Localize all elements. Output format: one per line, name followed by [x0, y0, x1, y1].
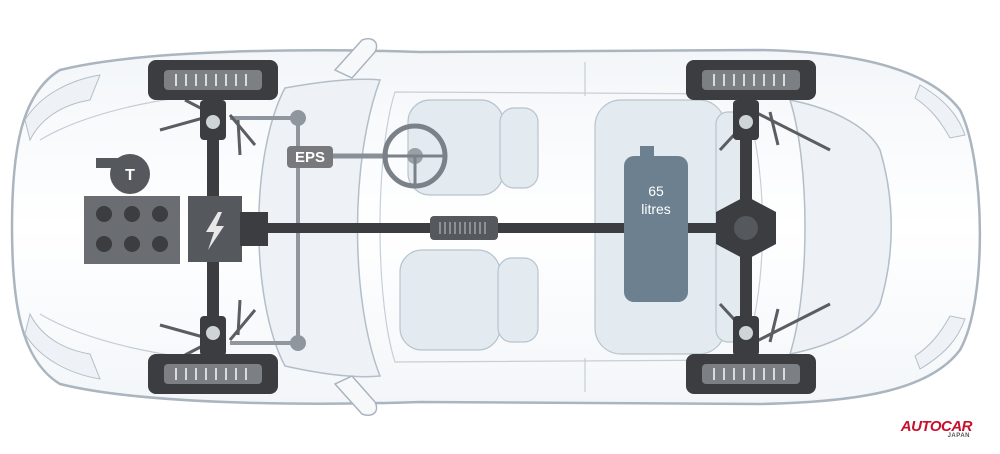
wheels	[148, 60, 816, 394]
engine-block	[84, 196, 180, 264]
front-seat-driver	[407, 99, 504, 196]
mirror-bottom	[333, 375, 378, 416]
autocar-logo-region: JAPAN	[947, 433, 970, 439]
driveshaft	[240, 223, 760, 233]
steering	[298, 123, 448, 189]
mirror-top	[333, 38, 378, 79]
exhaust-muffler	[430, 216, 498, 240]
wheel-front-top	[148, 60, 278, 100]
eps-unit: EPS	[287, 146, 333, 168]
hybrid-motor	[188, 196, 242, 262]
turbo-label: T	[125, 167, 135, 184]
rear-differential	[716, 196, 776, 260]
fuel-tank: 65 litres	[624, 146, 688, 302]
front-seat-driver-back	[499, 107, 539, 189]
turbo-unit: T	[96, 154, 150, 194]
tank-capacity-unit: litres	[641, 201, 671, 217]
wheel-rear-top	[686, 60, 816, 100]
taillight-bottom	[914, 315, 966, 370]
autocar-logo: AUTOCAR	[900, 418, 973, 435]
rear-window	[788, 99, 892, 355]
front-seat-passenger-back	[497, 257, 539, 343]
headlight-left	[24, 74, 101, 142]
front-seat-passenger	[399, 249, 501, 351]
eps-label: EPS	[295, 149, 325, 166]
wheel-front-bottom	[148, 354, 278, 394]
lightning-icon	[206, 212, 224, 250]
tank-capacity-number: 65	[648, 183, 664, 199]
taillight-top	[914, 84, 966, 139]
wheel-rear-bottom	[686, 354, 816, 394]
headlight-right	[24, 312, 101, 380]
